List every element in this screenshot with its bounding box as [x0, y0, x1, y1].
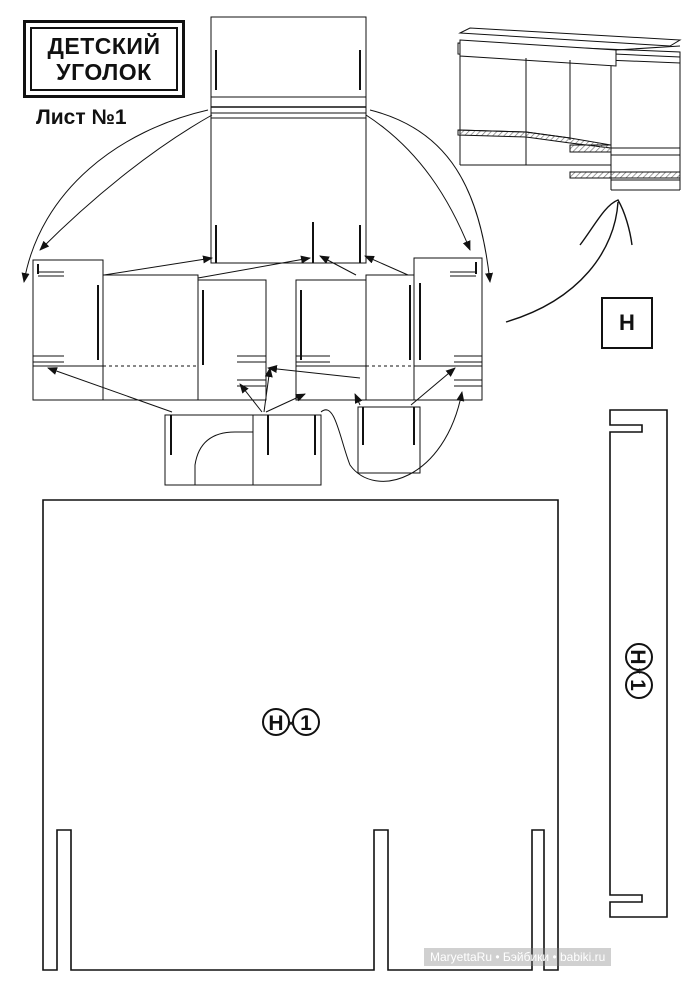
- title-box-inner: ДЕТСКИЙ УГОЛОК: [30, 27, 178, 91]
- assembly-arrows: [21, 109, 494, 482]
- assembled-shelf-view: [457, 27, 682, 191]
- part-letter-badge: Н: [601, 297, 653, 349]
- large-panel: [42, 499, 559, 971]
- panel-row: [32, 257, 483, 401]
- quantity-mark-large: Н × 1: [262, 708, 320, 736]
- qty-side-times: ×: [631, 668, 643, 674]
- qty-count: 1: [300, 712, 312, 735]
- title-box: ДЕТСКИЙ УГОЛОК: [23, 20, 185, 98]
- watermark: MaryettaRu • Бэйбики • babiki.ru: [424, 948, 612, 966]
- quantity-mark-side: Н × 1: [625, 643, 653, 699]
- qty-times: ×: [288, 718, 294, 730]
- top-center-piece: [210, 16, 367, 264]
- qty-side-part-letter: Н: [626, 649, 649, 664]
- qty-part-letter: Н: [268, 712, 283, 735]
- part-h-arrow: [505, 199, 633, 323]
- title-line-2: УГОЛОК: [56, 59, 152, 85]
- sheet-number-label: Лист №1: [36, 106, 127, 129]
- bottom-small-pieces: [164, 406, 421, 486]
- title-line-1: ДЕТСКИЙ: [47, 33, 161, 59]
- qty-side-count: 1: [626, 679, 649, 691]
